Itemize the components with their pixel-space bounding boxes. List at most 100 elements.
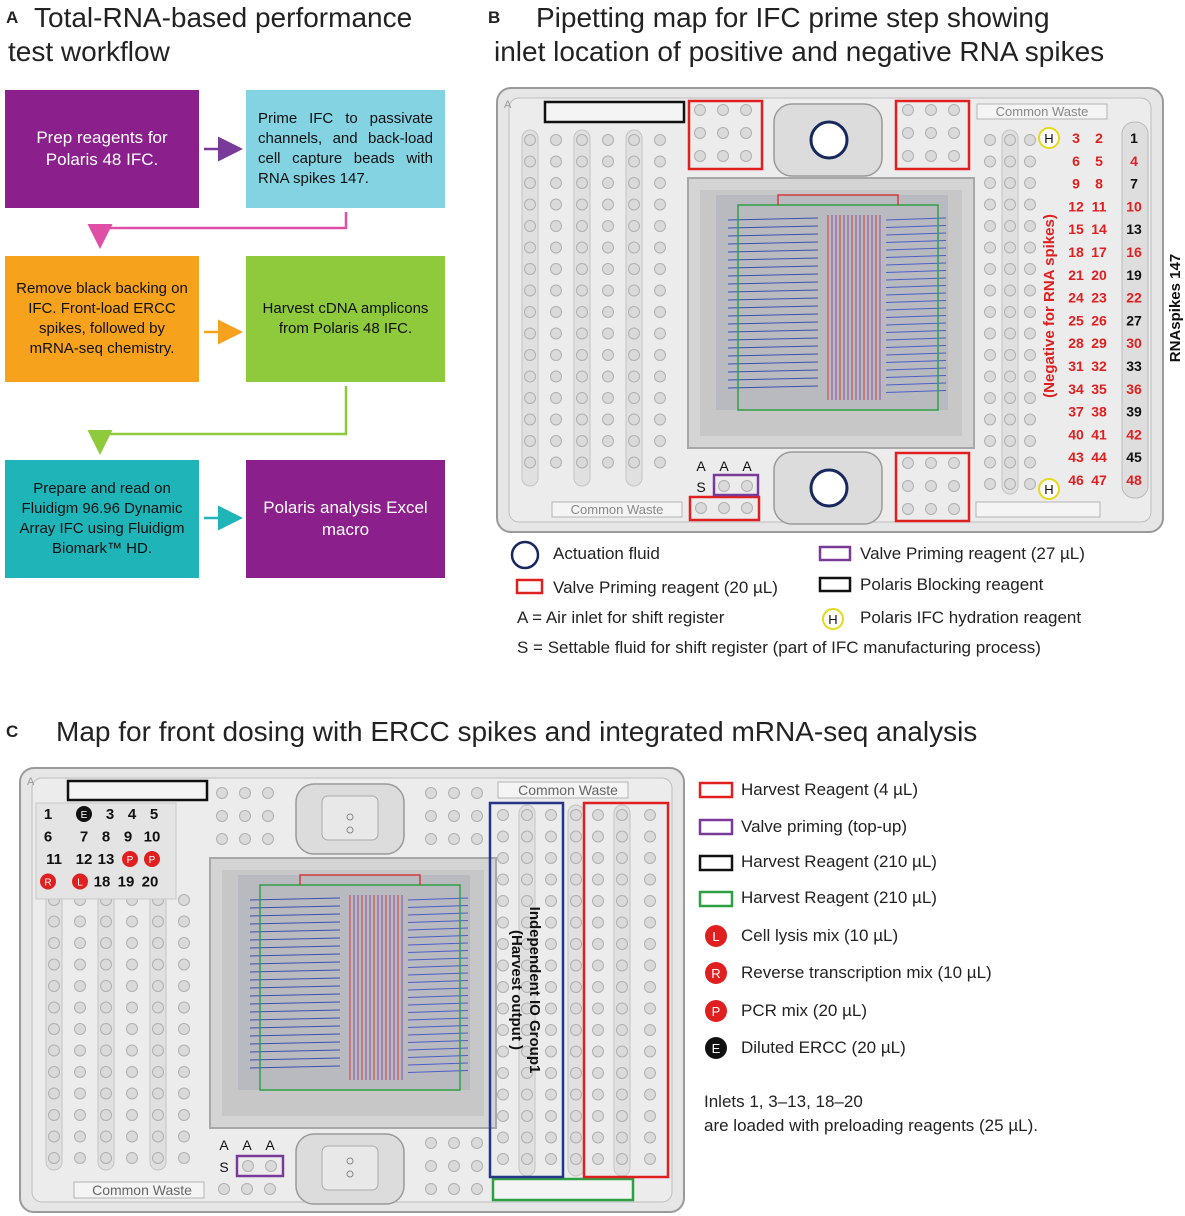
inlet-symbol-R: R [44,878,51,889]
inlet-well [570,852,582,864]
inlet-well [925,480,937,492]
inlet-well [1024,198,1036,211]
inlet-number-5: 5 [150,806,158,823]
inlet-well [545,1153,557,1165]
circuit-trace [885,240,947,243]
inlet-well [497,1045,509,1058]
circuit-trace [727,257,819,261]
inlet-well [654,284,666,297]
inlet-well [239,833,251,845]
inlet-well [654,306,666,318]
panel-b-title-line2: inlet location of positive and negative … [494,36,1105,67]
inlet-well [524,349,536,361]
inlet-well [717,104,729,116]
valve-priming-20-box-4 [688,495,761,522]
circuit-trace [249,937,341,941]
circuit-trace [407,905,469,908]
inlet-well [545,959,557,972]
inlet-well [74,1044,86,1057]
inlet-well [616,1045,628,1058]
inlet-well [984,220,996,232]
inlet-well [616,981,628,993]
inlet-well [718,502,730,514]
inlet-well [126,1109,138,1121]
inlet-well [570,830,582,843]
inlet-well [984,327,996,340]
chip-c-common-waste-bottom: Common Waste [92,1182,192,1198]
inlet-well [545,895,557,907]
inlet-well [616,938,628,950]
inlet-well [592,873,604,886]
inlet-well [448,1183,460,1195]
inlet-well [902,480,914,492]
inlet-number-11: 11 [1092,198,1107,214]
inlet-well [592,938,604,950]
legend-blocking-text: Polaris Blocking reagent [860,575,1044,594]
inlet-well [576,177,588,189]
circuit-trace [727,273,819,277]
inlet-well [602,241,614,254]
inlet-well [152,1152,164,1164]
inlet-well [602,220,614,232]
inlet-well [545,1045,557,1058]
inlet-well [425,1137,437,1149]
inlet-well [48,1023,60,1035]
inlet-well [152,1001,164,1014]
independent-io-group1-box [488,801,565,1179]
inlet-well [1024,306,1036,318]
workflow-step-4: Harvest cDNA amplicons from Polaris 48 I… [246,256,445,382]
chip-c-inlet-grid [35,787,656,1195]
inlet-well [717,150,729,162]
inlet-well [616,1002,628,1015]
inlet-well [178,1109,190,1121]
io-group-label-line1: Independent IO Group1 [526,907,543,1074]
valve-priming-20-box-3 [894,451,971,523]
legend-hydration-text: Polaris IFC hydration reagent [860,608,1082,627]
inlet-well [602,456,614,469]
inlet-well [576,263,588,275]
legend-valve20-text: Valve Priming reagent (20 µL) [553,578,778,597]
inlet-well [425,1160,437,1172]
inlet-well [524,241,536,254]
inlet-well [178,1130,190,1143]
inlet-well [521,1088,533,1101]
inlet-well [524,306,536,318]
inlet-number-40: 40 [1068,426,1084,442]
legend-ercc-icon [705,1037,727,1059]
circuit-trace [885,382,947,386]
inlet-well [644,873,656,886]
inlet-well [628,306,640,318]
actuation-fluid-inlet-top [809,120,849,160]
inlet-well [550,134,562,146]
inlet-well [1024,177,1036,189]
inlet-well [740,127,752,139]
inlet-well [628,134,640,146]
circuit-trace [885,390,947,393]
inlet-well [1024,456,1036,469]
inlet-well [497,1088,509,1101]
inlet-well [524,198,536,211]
inlet-well [602,392,614,404]
inlet-symbol-E: E [81,810,88,821]
inlet-well [550,198,562,211]
inlet-well [126,1087,138,1100]
panel-a-letter: A [6,8,19,27]
panel-b-title-line1: Pipetting map for IFC prime step showing [536,2,1050,33]
inlet-well [948,150,960,162]
inlet-well [524,155,536,168]
inlet-well [550,392,562,404]
inlet-well [902,104,914,116]
inlet-well [576,134,588,146]
valve-priming-27-box [712,473,760,497]
inlet-well [152,1023,164,1035]
harvest-210-black-inlet [66,779,209,802]
circuit-trace [885,270,947,273]
legend-harvest210-black-text: Harvest Reagent (210 µL) [741,852,937,871]
chip-c: A Common Waste Common Waste Independent … [19,767,685,1213]
legend-settable-definition: S = Settable fluid for shift register (p… [517,638,1041,657]
inlet-well [1004,478,1016,490]
inlet-well [694,104,706,116]
inlet-well [654,370,666,383]
inlet-well [902,457,914,469]
legend-lysis-icon [705,925,727,947]
